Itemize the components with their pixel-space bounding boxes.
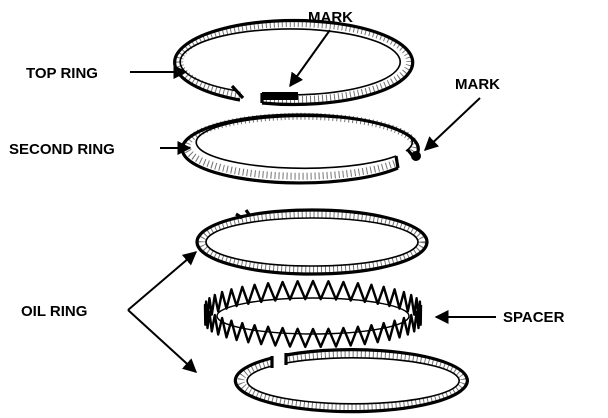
- top-ring-mark: [262, 92, 298, 100]
- mark-second-arrow: [423, 97, 481, 151]
- label-top-ring: TOP RING: [26, 65, 98, 82]
- label-mark-top: MARK: [308, 9, 353, 26]
- second-ring: [180, 112, 421, 185]
- second-ring-mark: [411, 151, 421, 161]
- top-ring: [173, 18, 415, 107]
- oil-ring-arrow-lower: [127, 309, 198, 373]
- label-mark-second: MARK: [455, 76, 500, 93]
- oil-ring-lower-rail: [233, 348, 469, 414]
- oil-ring-arrow-upper: [127, 251, 198, 311]
- oil-ring-spacer: [203, 279, 423, 349]
- oil-ring-upper-rail: [195, 208, 429, 276]
- label-second-ring: SECOND RING: [9, 141, 115, 158]
- label-spacer: SPACER: [503, 309, 565, 326]
- mark-top-arrow: [289, 29, 331, 88]
- label-oil-ring: OIL RING: [21, 303, 87, 320]
